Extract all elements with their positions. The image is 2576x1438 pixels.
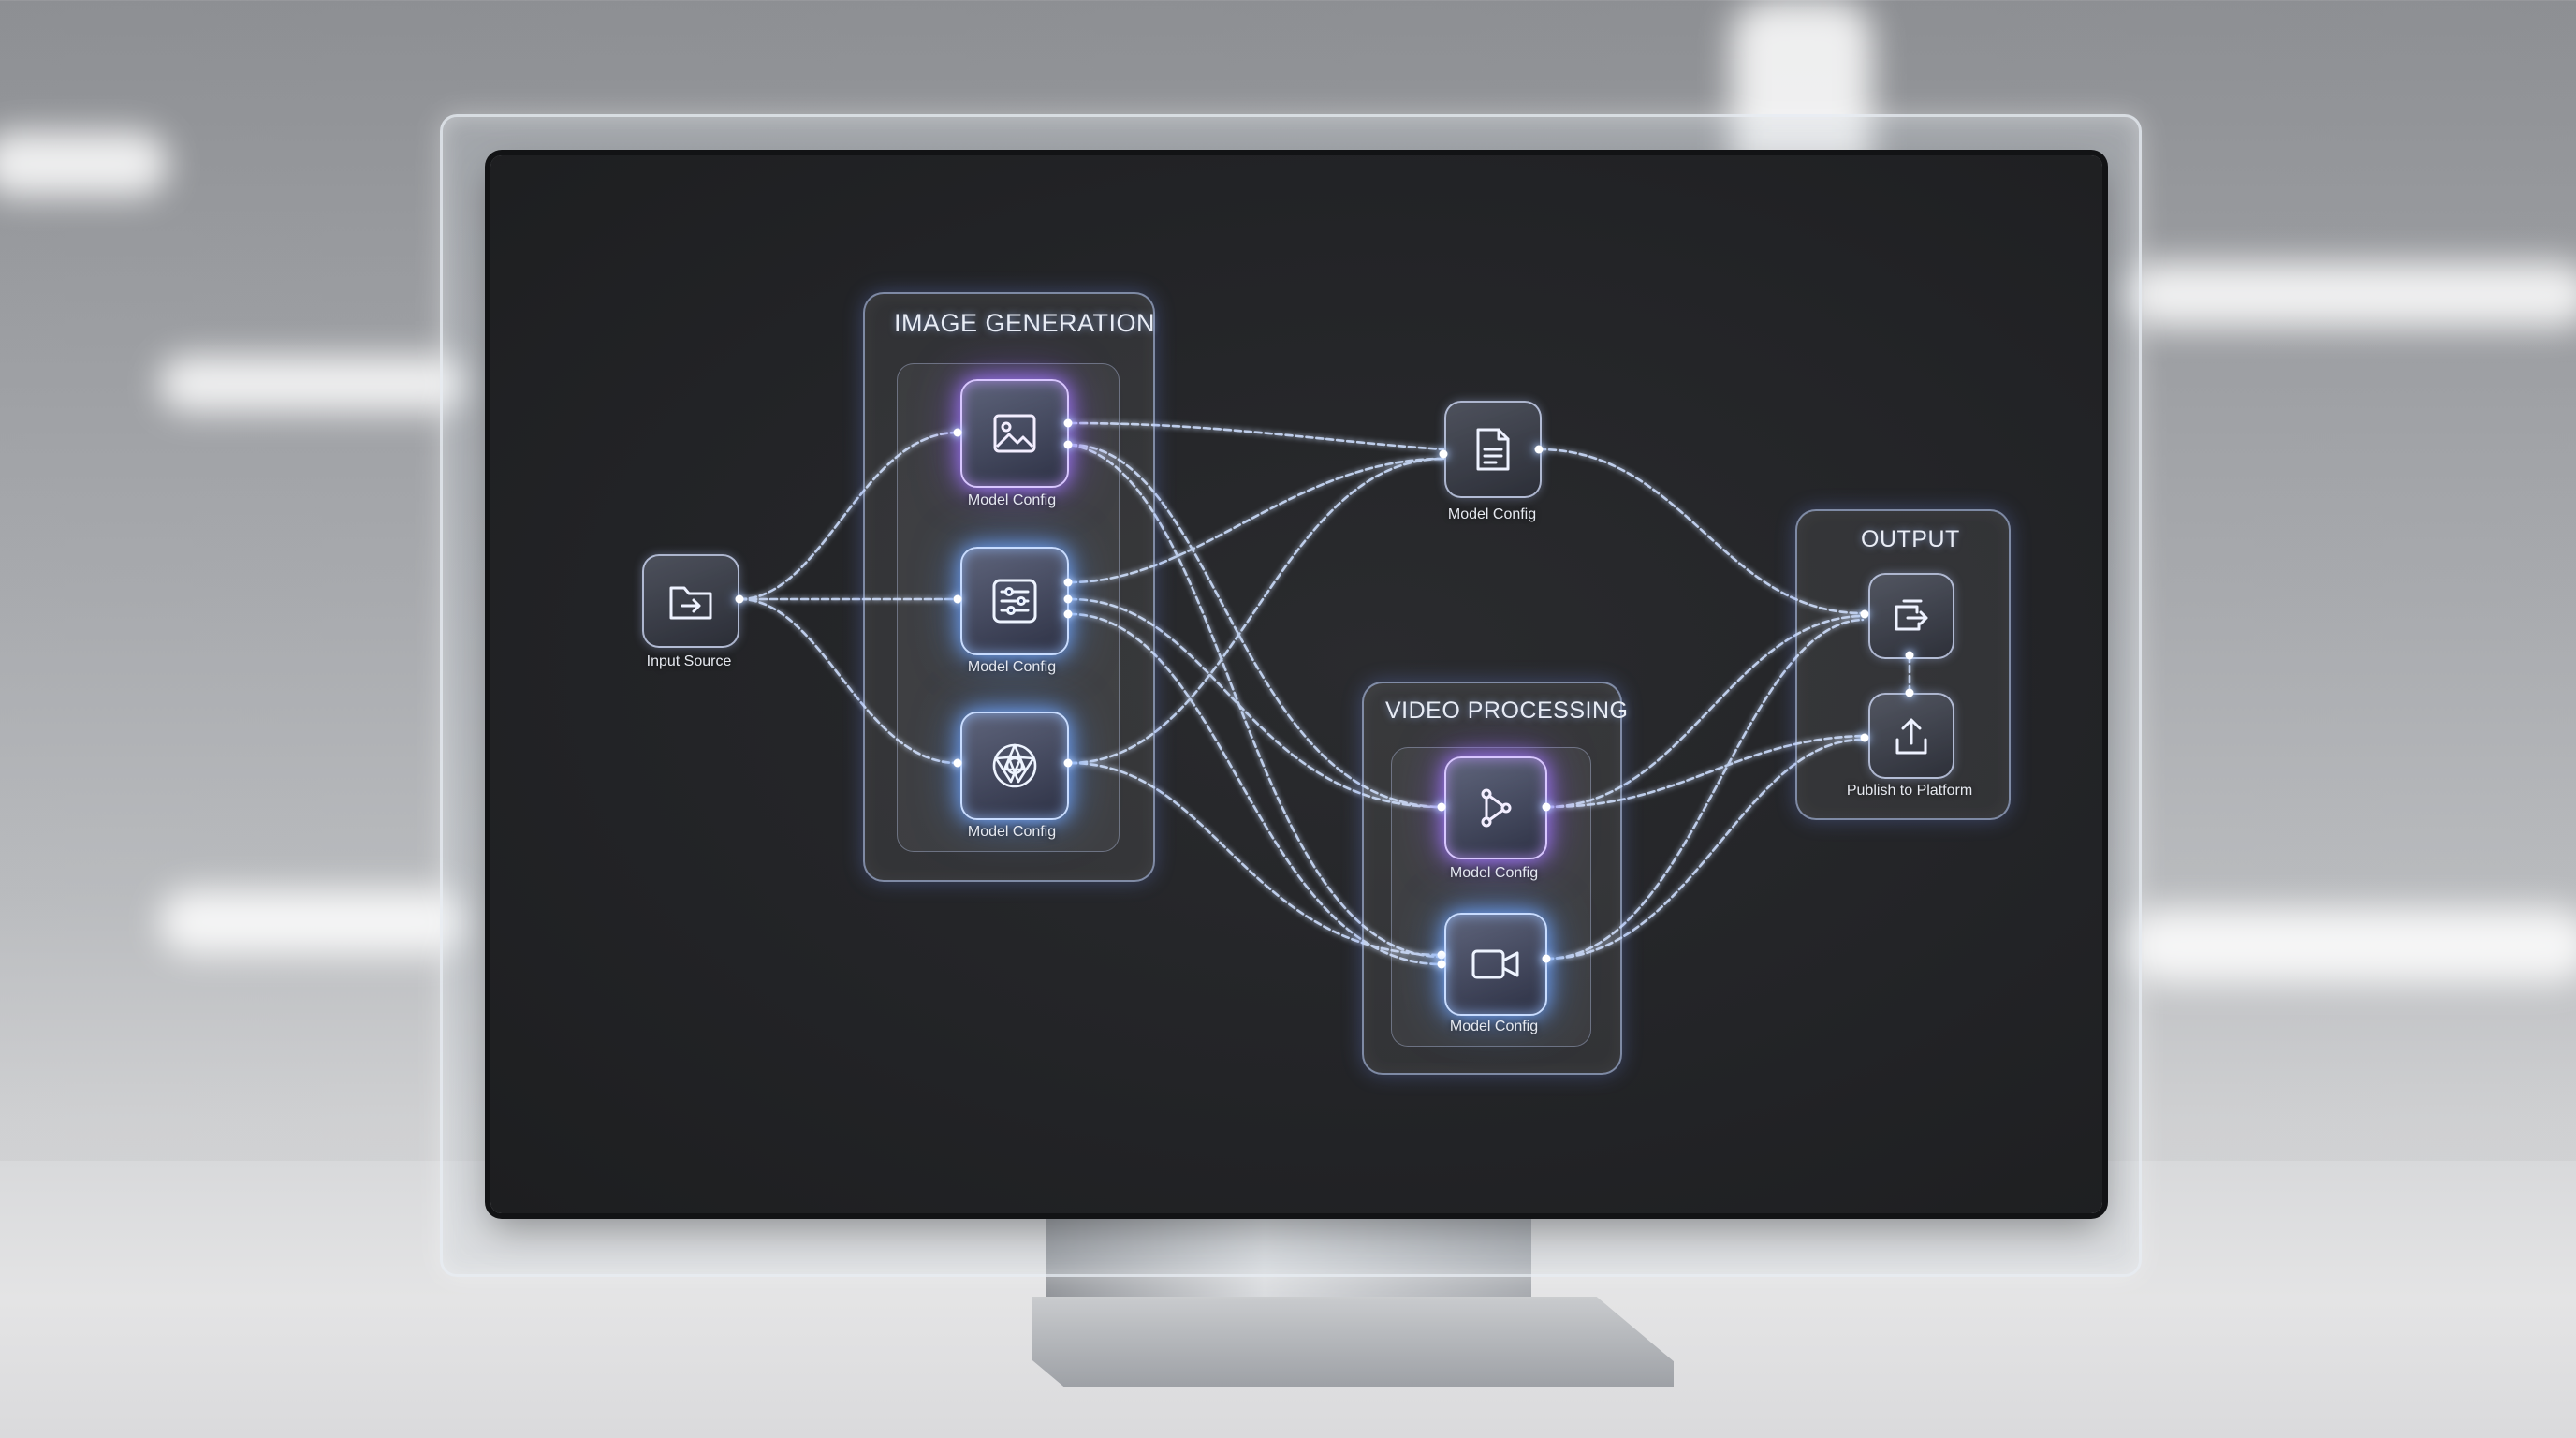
video-model-2-out-port[interactable] (1542, 954, 1551, 963)
monitor-screen (490, 155, 2102, 1213)
export-icon (1891, 597, 1932, 635)
document-model-node[interactable] (1444, 401, 1542, 498)
image-model-2-out-port-c[interactable] (1063, 609, 1073, 619)
wire-input-to-image-1 (738, 431, 959, 601)
wire-video2-to-publish (1544, 738, 1865, 961)
monitor-stand-neck (1046, 1213, 1531, 1303)
image-model-1-out-port-b[interactable] (1063, 440, 1073, 449)
video-model-node-1[interactable] (1444, 756, 1547, 859)
input-source-label: Input Source (646, 653, 732, 669)
video-model-1-in-port[interactable] (1437, 802, 1446, 812)
image-icon (990, 409, 1039, 458)
input-source-node[interactable] (642, 554, 739, 648)
video-camera-icon (1471, 946, 1521, 983)
output-export-in-port[interactable] (1860, 609, 1869, 619)
document-model-out-port[interactable] (1534, 445, 1544, 454)
wire-image3-to-video2 (1068, 761, 1443, 957)
wire-image1-to-video2 (1068, 443, 1443, 959)
wire-image2-to-doc (1068, 457, 1445, 584)
wire-image3-to-doc (1068, 457, 1445, 765)
video-model-2-in-port-b[interactable] (1437, 960, 1446, 969)
nodes-icon (1472, 785, 1519, 831)
image-model-1-in-port[interactable] (953, 428, 962, 437)
output-title: OUTPUT (1861, 526, 1960, 552)
wire-image2-to-video1 (1068, 597, 1443, 809)
wire-image1-to-doc (1068, 421, 1445, 451)
upload-icon (1893, 715, 1930, 756)
aperture-icon (989, 741, 1040, 791)
output-export-out-port[interactable] (1905, 651, 1914, 660)
video-model-1-out-port[interactable] (1542, 802, 1551, 812)
wall-light-lower-right (2125, 908, 2576, 983)
wire-input-to-image-3 (738, 597, 959, 765)
document-model-label: Model Config (1447, 506, 1537, 522)
ceiling-light-left (0, 131, 168, 197)
image-model-2-in-port[interactable] (953, 594, 962, 604)
publish-label: Publish to Platform (1846, 783, 1973, 799)
sliders-icon (990, 577, 1039, 625)
wall-light-lower-left (159, 889, 468, 955)
input-source-port[interactable] (735, 594, 744, 604)
image-model-label-1: Model Config (967, 492, 1057, 508)
wire-video1-to-publish (1544, 734, 1865, 809)
document-model-in-port[interactable] (1439, 449, 1448, 459)
video-model-node-2[interactable] (1444, 913, 1547, 1016)
wire-doc-to-output (1537, 448, 1865, 615)
video-processing-title: VIDEO PROCESSING (1385, 697, 1629, 724)
wire-video1-to-output (1544, 614, 1865, 809)
wire-image2-to-video2 (1068, 612, 1443, 966)
image-model-label-2: Model Config (967, 659, 1057, 675)
publish-node[interactable] (1868, 693, 1954, 779)
image-model-node-1[interactable] (960, 379, 1069, 488)
image-model-2-out-port-b[interactable] (1063, 594, 1073, 604)
wall-light-left (159, 356, 468, 412)
image-model-3-in-port[interactable] (953, 758, 962, 768)
image-model-label-3: Model Config (967, 824, 1057, 840)
image-model-1-out-port-a[interactable] (1063, 418, 1073, 428)
image-model-3-out-port[interactable] (1063, 758, 1073, 768)
image-model-2-out-port-a[interactable] (1063, 578, 1073, 587)
folder-arrow-icon (667, 580, 714, 622)
document-icon (1474, 427, 1512, 472)
video-model-label-2: Model Config (1449, 1019, 1539, 1034)
wire-video2-to-output (1544, 618, 1865, 961)
image-model-node-3[interactable] (960, 712, 1069, 820)
output-export-node[interactable] (1868, 573, 1954, 659)
video-model-2-in-port-a[interactable] (1437, 950, 1446, 960)
publish-in-port[interactable] (1905, 688, 1914, 697)
video-model-label-1: Model Config (1449, 865, 1539, 881)
publish-side-port[interactable] (1860, 733, 1869, 742)
monitor-stand-base (1032, 1297, 1674, 1387)
wall-light-right (2125, 262, 2576, 328)
image-generation-title: IMAGE GENERATION (894, 309, 1156, 337)
image-model-node-2[interactable] (960, 547, 1069, 655)
